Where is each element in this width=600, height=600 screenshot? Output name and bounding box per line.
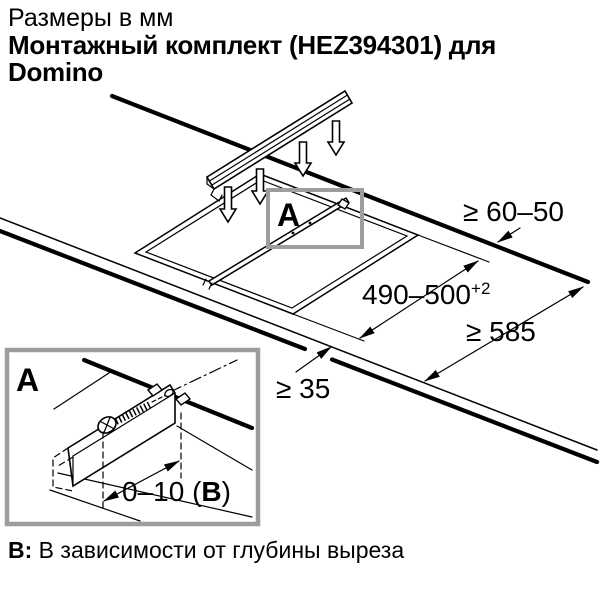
down-arrow-icon [326,120,346,157]
down-arrow-icon [250,168,270,206]
footnote-text: В зависимости от глубины выреза [32,537,405,563]
dimension-worktop-depth-label: ≥ 585 [466,316,536,347]
detail-worktop-lines [49,370,253,522]
footnote-ref: B: [8,537,33,563]
detail-callout-label: A [277,197,300,233]
page-title: Монтажный комплект (HEZ394301) для Domin… [8,32,592,86]
page-title-line2: Domino [8,57,103,87]
header: Размеры в мм Монтажный комплект (HEZ3943… [8,4,592,86]
footnote: B: В зависимости от глубины выреза [8,537,404,563]
dimension-cutout-width-label: 490–500+2 [362,279,490,310]
mounting-rail-loose [205,89,354,202]
dimension-worktop-depth: ≥ 585 [424,286,584,382]
dimension-rail-offset-label: 0–10 (B) [122,476,231,507]
mounting-rail-installed [202,196,350,290]
dimension-front-clearance: ≥ 35 [276,346,332,404]
page-title-line1: Монтажный комплект (HEZ394301) для [8,30,497,60]
screw-icon [97,388,174,434]
worktop-front-edge-top [0,217,598,451]
detail-inset-box: A 0–10 (B) [4,347,261,527]
detail-axis-line [169,359,238,393]
detail-rail [52,383,192,492]
units-subtitle: Размеры в мм [8,4,174,32]
down-arrow-icon [293,141,313,178]
dimension-rail-offset: 0–10 (B) [102,412,231,511]
insert-direction-arrows [218,120,346,224]
detail-inset-label: A [16,362,39,398]
detail-callout-frame [266,188,364,249]
dimension-wall-clearance: ≥ 60–50 [463,196,564,243]
dimension-wall-clearance-label: ≥ 60–50 [463,196,564,227]
rail-end-profile [210,188,223,202]
down-arrow-icon [218,186,238,224]
dimension-front-clearance-label: ≥ 35 [276,373,330,404]
worktop-front-edge-bottom [0,228,600,465]
